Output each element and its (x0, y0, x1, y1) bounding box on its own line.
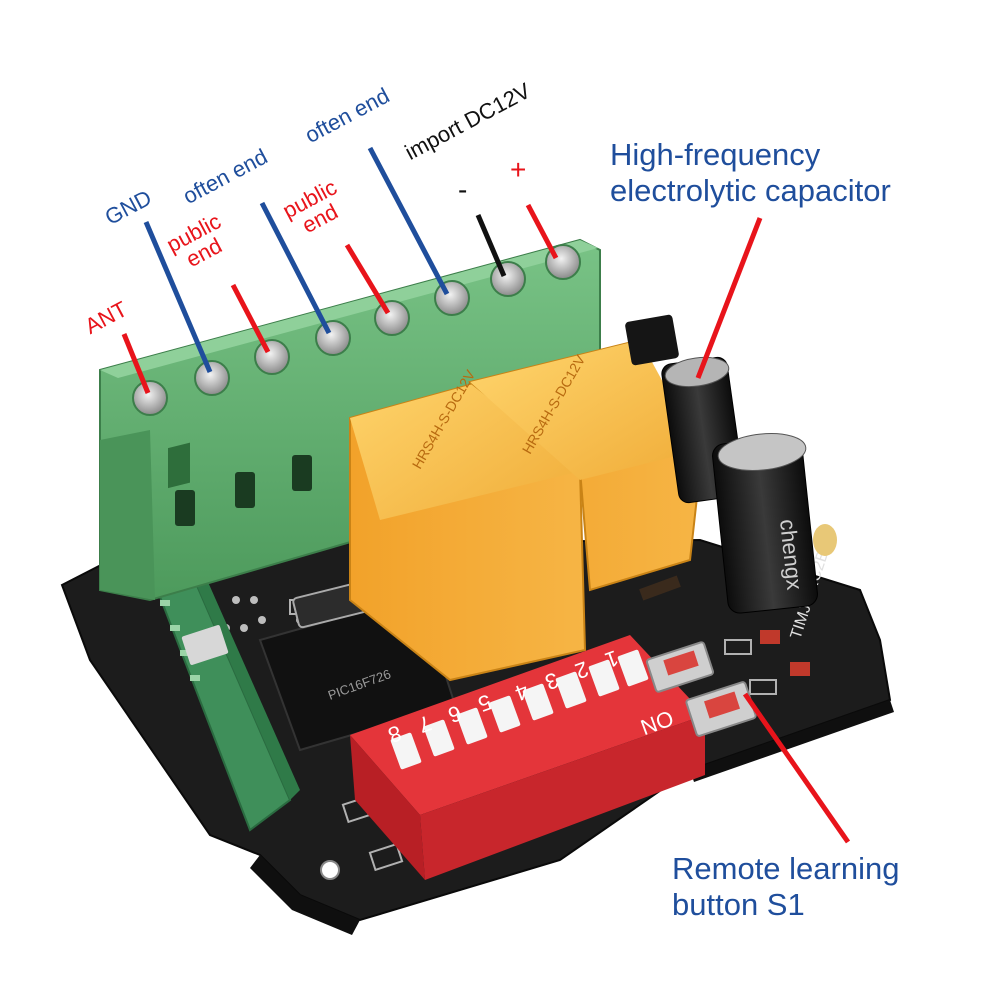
learning-button-label: Remote learning button S1 (672, 851, 899, 922)
minus-line (475, 214, 507, 277)
learning-button-label-line-2: button S1 (672, 886, 805, 922)
antenna-module (138, 530, 300, 832)
dip-switch: 8 7 6 5 4 3 2 1 ON (350, 635, 705, 880)
often-end-1-line (259, 201, 332, 335)
capacitor-line (695, 217, 763, 379)
learning-button-label-line-1: Remote learning (672, 851, 900, 886)
capacitor-label: High-frequency electrolytic capacitor (610, 137, 891, 208)
learning-button (645, 641, 757, 737)
relays: HRS4H-S-DC12V HRS4H-S-DC12V (349, 338, 702, 682)
gnd-line (143, 221, 213, 373)
often-end-2-line (367, 146, 450, 296)
public-end-2-line (344, 243, 391, 315)
capacitor-label-line-1: High-frequency (610, 137, 821, 172)
capacitor-label-line-2: electrolytic capacitor (610, 172, 891, 208)
plus-label: + (510, 154, 527, 185)
plus-line (525, 203, 559, 260)
learning-button-line (742, 692, 851, 844)
public-end-1-line (230, 283, 271, 354)
minus-label: - (458, 174, 468, 205)
ant-line (121, 333, 151, 394)
capacitors: chengx (625, 314, 837, 614)
pointer-lines (121, 146, 851, 844)
